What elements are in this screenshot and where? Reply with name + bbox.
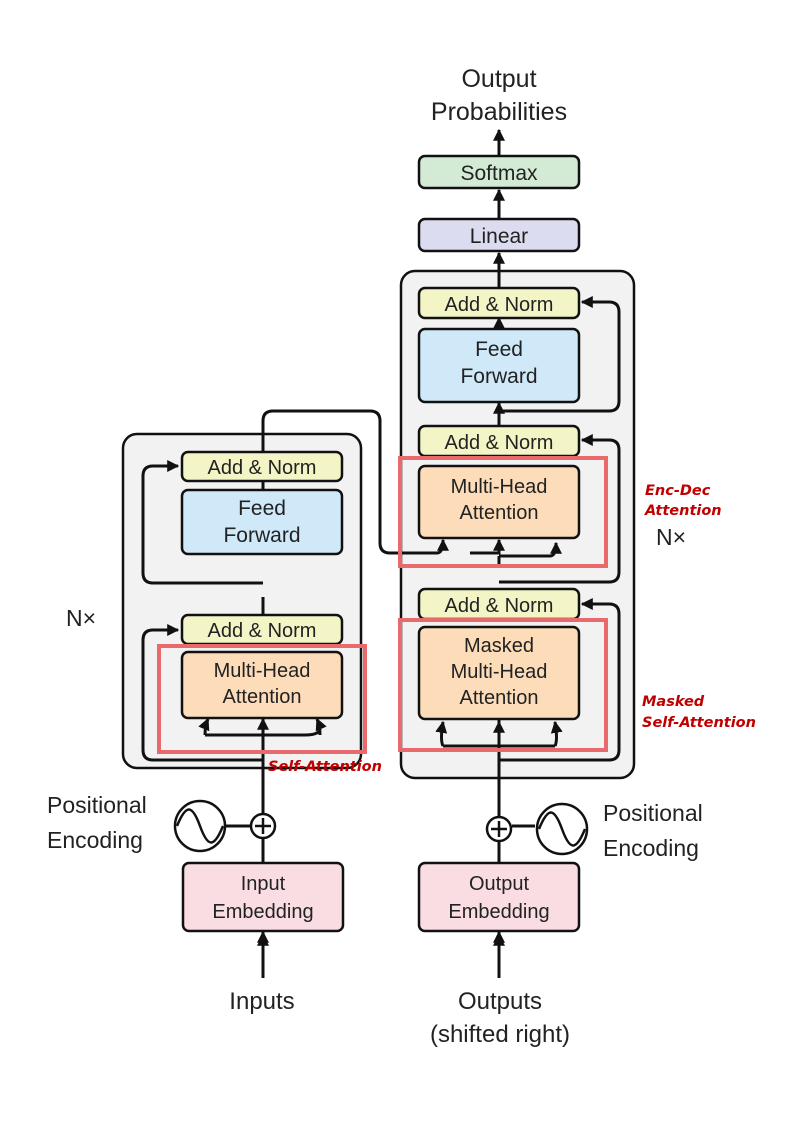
decoder-add-norm-bottom-label: Add & Norm (445, 595, 554, 617)
input-embedding-line1: Input (241, 873, 286, 895)
positional-encoding-right-line1: Positional (603, 800, 703, 826)
encoder-attention-line2: Attention (223, 686, 302, 708)
masked-self-attention-label-line1: Masked (642, 694, 705, 710)
output-embedding-line2: Embedding (448, 901, 549, 923)
enc-dec-attention-label-line2: Attention (644, 503, 722, 519)
output-embedding-line1: Output (469, 873, 529, 895)
enc-dec-attention-label-line1: Enc-Dec (645, 483, 711, 499)
enc-dec-attention-highlight (398, 456, 608, 568)
masked-self-attention-label-line2: Self-Attention (642, 715, 756, 731)
output-embedding-block: Output Embedding (417, 861, 581, 933)
self-attention-label: Self-Attention (268, 759, 382, 775)
decoder-add-norm-top: Add & Norm (417, 286, 581, 320)
inputs-label: Inputs (229, 988, 294, 1015)
output-probabilities-line1: Output (461, 65, 536, 93)
encoder-add-norm-bottom: Add & Norm (180, 613, 344, 646)
decoder-add-norm-middle-label: Add & Norm (445, 432, 554, 454)
linear-label: Linear (470, 225, 528, 248)
encoder-feed-forward-line1: Feed (238, 497, 286, 520)
masked-self-attention-highlight (398, 618, 608, 752)
encoder-add-norm-top-label: Add & Norm (208, 457, 317, 479)
decoder-add-norm-middle: Add & Norm (417, 424, 581, 458)
decoder-add-norm-top-label: Add & Norm (445, 294, 554, 316)
encoder-attention: Multi-Head Attention (180, 650, 344, 720)
outputs-label-line1: Outputs (458, 988, 542, 1015)
decoder-cross-attention-line1: Multi-Head (451, 476, 548, 498)
decoder-nx-label: N× (656, 524, 686, 550)
encoder-add-norm-top: Add & Norm (180, 450, 344, 483)
input-embedding-line2: Embedding (212, 901, 313, 923)
self-attention-highlight (157, 644, 367, 754)
outputs-label-line2: (shifted right) (430, 1021, 570, 1048)
decoder-cross-attention: Multi-Head Attention (417, 464, 581, 540)
decoder-cross-attention-line2: Attention (460, 502, 539, 524)
positional-encoding-right-line2: Encoding (603, 835, 699, 861)
encoder-add-norm-bottom-label: Add & Norm (208, 620, 317, 642)
decoder-masked-attention-line2: Multi-Head (451, 661, 548, 683)
softmax-label: Softmax (460, 162, 538, 185)
positional-encoding-left: Positional Encoding (47, 792, 277, 853)
encoder-attention-line1: Multi-Head (214, 660, 311, 682)
decoder-feed-forward-line2: Forward (460, 365, 537, 388)
linear-block: Linear (417, 217, 581, 253)
decoder-feed-forward: Feed Forward (417, 327, 581, 404)
decoder-feed-forward-line1: Feed (475, 338, 523, 361)
input-embedding-block: Input Embedding (181, 861, 345, 933)
positional-encoding-left-line2: Encoding (47, 827, 143, 853)
encoder-feed-forward: Feed Forward (180, 488, 344, 556)
positional-encoding-left-line1: Positional (47, 792, 147, 818)
output-probabilities-line2: Probabilities (431, 98, 567, 126)
decoder-add-norm-bottom: Add & Norm (417, 587, 581, 621)
encoder-feed-forward-line2: Forward (223, 524, 300, 547)
softmax-block: Softmax (417, 154, 581, 190)
positional-encoding-right: Positional Encoding (485, 800, 703, 861)
decoder-masked-attention-line3: Attention (460, 687, 539, 709)
decoder-masked-attention: Masked Multi-Head Attention (417, 625, 581, 721)
decoder-masked-attention-line1: Masked (464, 635, 534, 657)
encoder-nx-label: N× (66, 605, 96, 631)
